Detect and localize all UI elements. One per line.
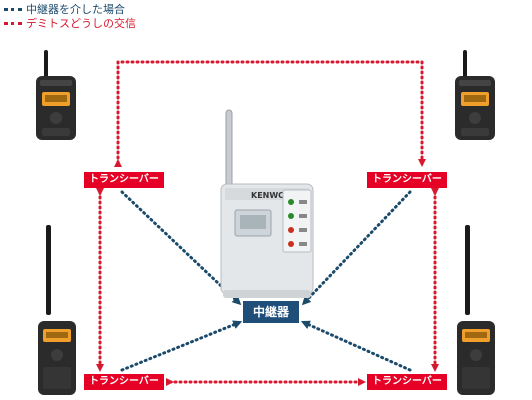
transceiver-top-right-image: [455, 50, 495, 140]
transceiver-top-left-image: [36, 50, 76, 140]
transceiver-label-top-right: トランシーバー: [367, 172, 447, 188]
legend-direct-line: [4, 21, 22, 25]
transceiver-bottom-right-image: [457, 225, 495, 395]
relay-paths: [120, 190, 412, 372]
legend-relay-line: [4, 7, 22, 11]
legend-direct: デミトスどうしの交信: [4, 15, 136, 31]
relay-path-bottom-left: [120, 320, 243, 372]
relay-device-image: KENWOOD: [220, 109, 314, 298]
legend-relay-text: 中継器を介した場合: [26, 3, 125, 16]
legend-relay: 中継器を介した場合: [4, 1, 125, 17]
relay-path-top-right: [301, 190, 412, 306]
transceiver-label-top-left: トランシーバー: [84, 172, 164, 188]
relay-path-bottom-right: [300, 320, 412, 372]
legend-direct-text: デミトスどうしの交信: [26, 17, 136, 30]
direct-top-path: [114, 60, 426, 167]
transceiver-bottom-left-image: [38, 225, 76, 395]
relay-path-top-left: [120, 190, 242, 306]
direct-paths: [96, 60, 439, 386]
relay-label-box: 中継器: [243, 301, 299, 323]
relay-brand-text: KENWOOD: [251, 191, 299, 200]
transceiver-label-bottom-left: トランシーバー: [84, 374, 164, 390]
transceiver-label-bottom-right: トランシーバー: [367, 374, 447, 390]
